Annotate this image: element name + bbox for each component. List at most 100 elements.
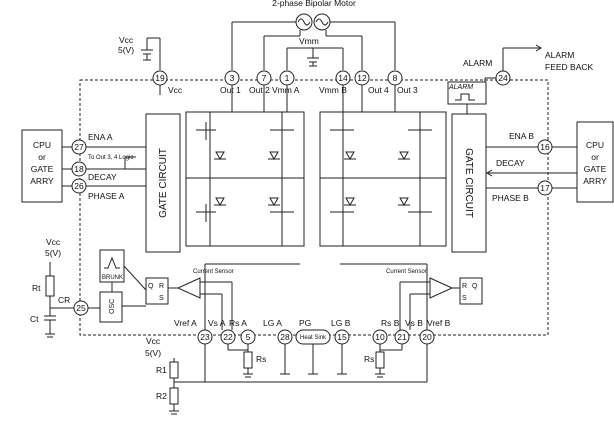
decay-b-label: DECAY [496, 158, 525, 168]
svg-text:LG B: LG B [331, 318, 351, 328]
svg-text:ARRY: ARRY [30, 176, 54, 186]
svg-text:R: R [462, 283, 467, 290]
pin-12-label: Out 4 [368, 85, 389, 95]
cr-label: CR [58, 295, 70, 305]
gate-circuit-right-label: GATE CIRCUIT [463, 148, 474, 218]
cr-network: Vcc 5(V) Rt Ct 25 CR [30, 237, 100, 338]
svg-text:14: 14 [338, 73, 348, 83]
current-sensor-b: R Q S Current Sensor [340, 263, 483, 330]
rs-b-resistor [375, 351, 385, 369]
svg-text:28: 28 [280, 332, 290, 342]
svg-text:Vref A: Vref A [174, 318, 197, 328]
svg-text:21: 21 [397, 332, 407, 342]
vcc-left-name: Vcc [46, 237, 61, 247]
svg-text:S: S [159, 295, 164, 302]
motor-coils [231, 13, 396, 70]
r2-resistor [169, 387, 179, 405]
vcc-top-name: Vcc [119, 35, 134, 45]
svg-text:or: or [591, 152, 599, 162]
qrs-latch-a [145, 277, 169, 305]
svg-text:22: 22 [223, 332, 233, 342]
rs-a-label: Rs [256, 354, 266, 364]
vcc-left-value: 5(V) [45, 248, 61, 258]
svg-text:1: 1 [285, 73, 290, 83]
cpu-right: CPU or GATE ARRY 16 17 ENA B DECAY PHASE… [486, 121, 614, 203]
svg-text:5: 5 [246, 332, 251, 342]
vcc-top: Vcc 5(V) [118, 35, 161, 70]
ct-label: Ct [30, 314, 39, 324]
pin-14-label: Vmm B [319, 85, 347, 95]
vmm-supply: Vmm [286, 36, 344, 70]
svg-text:Vs B: Vs B [405, 318, 423, 328]
rs-a-resistor [243, 351, 253, 369]
svg-text:Q: Q [148, 283, 154, 290]
gate-circuit-left-label: GATE CIRCUIT [158, 148, 169, 218]
r1-resistor [169, 361, 179, 379]
heat-sink-label: Heat Sink [300, 335, 327, 341]
qrs-latch-b [459, 277, 483, 305]
cpu-left-box [21, 129, 63, 203]
pin-3-label: Out 1 [220, 85, 241, 95]
r2-label: R2 [156, 391, 167, 401]
current-sensor-b-label: Current Sensor [386, 269, 427, 275]
svg-text:18: 18 [74, 164, 84, 174]
vcc-bottom-value: 5(V) [145, 348, 161, 358]
brunk-label: BRUNK [102, 275, 123, 281]
svg-text:16: 16 [540, 142, 550, 152]
bottom-pins: Vref A Vs A Rs A LG A PG LG B Rs B Vs B … [174, 318, 451, 345]
cpu-right-box [576, 121, 614, 203]
pin-8-label: Out 3 [397, 85, 418, 95]
diagram-title: 2-phase Bipolar Motor [272, 0, 356, 8]
svg-text:19: 19 [155, 73, 165, 83]
svg-text:Rs A: Rs A [229, 318, 247, 328]
svg-text:Rs B: Rs B [381, 318, 400, 328]
svg-text:25: 25 [76, 303, 86, 313]
gate-circuit-right [451, 113, 487, 253]
svg-text:20: 20 [422, 332, 432, 342]
ena-a-label: ENA A [88, 132, 113, 142]
svg-text:LG A: LG A [263, 318, 282, 328]
osc-box [99, 291, 123, 323]
svg-text:10: 10 [375, 332, 385, 342]
alarm-section: ALARM ALARM FEED BACK ALARM [447, 44, 594, 115]
current-sensor-a: Q R S Current Sensor [145, 263, 300, 330]
to-out-note: To Out 3, 4 Logic [88, 155, 133, 161]
comparator-a [176, 277, 201, 299]
svg-text:Vs A: Vs A [208, 318, 226, 328]
svg-text:8: 8 [393, 73, 398, 83]
svg-text:12: 12 [357, 73, 367, 83]
alarm-label: ALARM [463, 58, 492, 68]
decay-a-label: DECAY [88, 172, 117, 182]
r1-label: R1 [156, 365, 167, 375]
vmm-label: Vmm [299, 36, 319, 46]
brunk-box [99, 249, 125, 283]
phase-a-label: PHASE A [88, 191, 125, 201]
alarm-out-label: ALARM [545, 50, 574, 60]
alarm-box-label: ALARM [448, 84, 473, 91]
rt-label: Rt [32, 283, 41, 293]
comparator-b [429, 277, 454, 299]
ena-b-label: ENA B [509, 131, 534, 141]
rs-b-label: Rs [364, 354, 374, 364]
svg-text:27: 27 [74, 142, 84, 152]
svg-text:24: 24 [498, 73, 508, 83]
svg-text:ARRY: ARRY [583, 176, 607, 186]
cpu-left: CPU or GATE ARRY 27 18 26 ENA A To Out 3… [21, 129, 146, 203]
bottom-wiring: Rs Rs [174, 344, 428, 383]
svg-text:GATE: GATE [31, 164, 54, 174]
alarm-feedback-label: FEED BACK [545, 62, 594, 72]
svg-text:S: S [462, 295, 467, 302]
svg-text:Q: Q [472, 283, 478, 290]
svg-text:3: 3 [230, 73, 235, 83]
phase-b-label: PHASE B [492, 193, 529, 203]
svg-text:R: R [159, 283, 164, 290]
svg-text:7: 7 [262, 73, 267, 83]
svg-text:or: or [38, 152, 46, 162]
vcc-bottom-name: Vcc [146, 336, 161, 346]
h-bridge-b [319, 85, 447, 247]
vref-divider: Vcc 5(V) R1 R2 [145, 336, 179, 415]
brunk-osc: BRUNK OSC [99, 249, 147, 323]
svg-text:PG: PG [299, 318, 311, 328]
